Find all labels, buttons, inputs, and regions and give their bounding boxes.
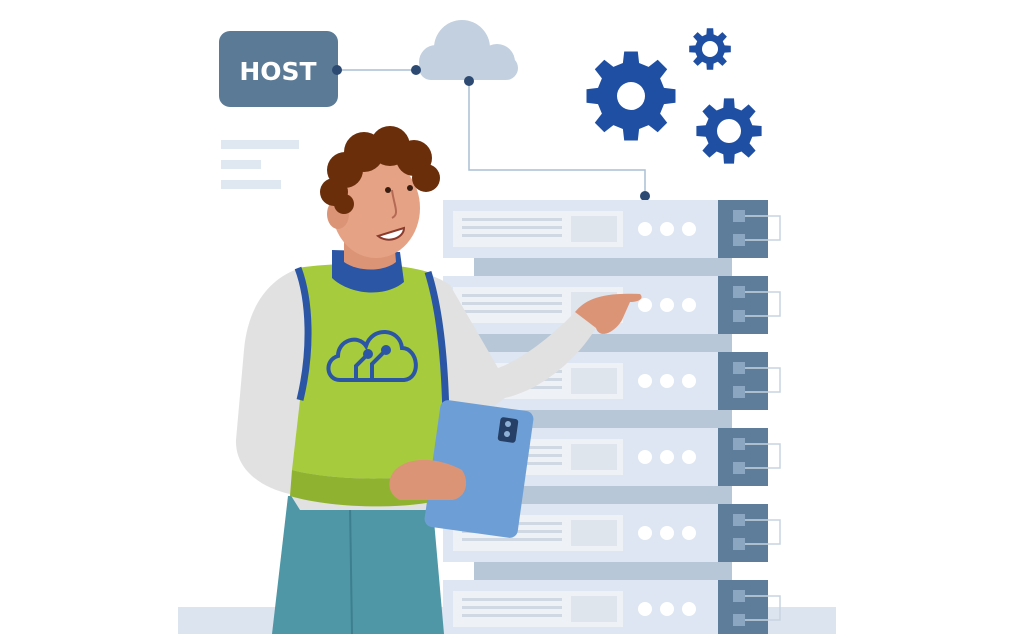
status-light — [638, 450, 652, 464]
gear-icon-small-top — [689, 28, 731, 70]
status-light — [660, 450, 674, 464]
status-light — [638, 602, 652, 616]
status-light — [682, 298, 696, 312]
cloud-icon — [419, 20, 518, 80]
status-light — [660, 298, 674, 312]
pants — [272, 496, 444, 634]
connector-dots — [332, 65, 650, 201]
status-light — [638, 374, 652, 388]
status-light — [682, 374, 696, 388]
person-illustration — [235, 126, 642, 634]
tablet-icon — [424, 400, 534, 538]
server-port-panel — [718, 428, 768, 486]
server-port-panel — [718, 352, 768, 410]
connector-lines — [337, 69, 646, 195]
status-light — [660, 526, 674, 540]
status-light — [638, 526, 652, 540]
status-light — [638, 298, 652, 312]
hair — [320, 126, 440, 214]
status-light — [682, 222, 696, 236]
status-light — [660, 602, 674, 616]
holding-hand — [389, 459, 467, 500]
text-lines-decoration — [221, 140, 299, 189]
gear-icon-large — [586, 51, 676, 141]
vest — [292, 263, 446, 479]
status-light — [638, 222, 652, 236]
server-port-panel — [718, 504, 768, 562]
gear-icon-small-bottom — [696, 98, 762, 164]
pointing-hand — [575, 293, 642, 334]
status-light — [660, 374, 674, 388]
cloud-circuit-logo-icon — [326, 330, 418, 382]
status-light — [682, 450, 696, 464]
server-unit — [443, 200, 781, 276]
server-port-panel — [718, 276, 768, 334]
server-port-panel — [718, 200, 768, 258]
status-light — [682, 526, 696, 540]
server-unit — [443, 580, 781, 634]
status-light — [682, 602, 696, 616]
host-badge: HOST — [219, 31, 338, 107]
host-label: HOST — [239, 57, 316, 86]
status-light — [660, 222, 674, 236]
